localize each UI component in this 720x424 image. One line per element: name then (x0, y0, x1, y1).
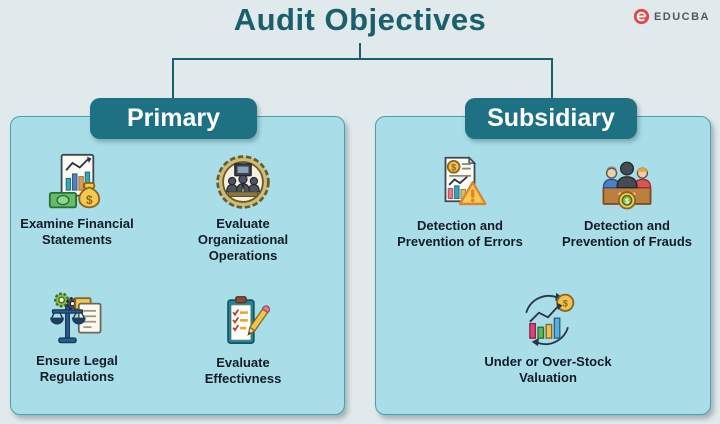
item-label: Examine Financial Statements (20, 216, 134, 247)
primary-item-ensure-legal-regulations: Ensure Legal Regulations (2, 290, 152, 385)
educba-brand-text: EDUCBA (653, 10, 710, 23)
item-label: Detection and Prevention of Errors (397, 218, 523, 249)
subsidiary-item-stock-valuation: $ Under or Over-Stock Valuation (458, 291, 638, 386)
primary-item-examine-financial-statements: $ Examine Financial Statements (2, 153, 152, 248)
svg-text:$: $ (563, 298, 568, 308)
page-title: Audit Objectives (233, 2, 487, 37)
svg-text:$: $ (86, 194, 93, 207)
primary-item-evaluate-organizational-operations: Evaluate Organizational Operations (178, 153, 308, 264)
svg-text:$: $ (451, 162, 456, 172)
fraud-people-money-icon: $ (598, 155, 656, 213)
connector-subsidiary-drop (551, 58, 553, 100)
error-warning-document-icon: $ (431, 155, 489, 213)
effectiveness-checklist-icon (216, 295, 271, 350)
item-label: Ensure Legal Regulations (36, 353, 118, 384)
stock-valuation-chart-icon: $ (519, 291, 577, 349)
item-label: Detection and Prevention of Frauds (561, 218, 693, 249)
branch-header-primary: Primary (90, 98, 257, 139)
panel-subsidiary (375, 116, 711, 415)
connector-title-stem (359, 43, 361, 59)
educba-logo: EDUCBA (633, 8, 710, 25)
item-label: Evaluate Organizational Operations (197, 216, 289, 263)
subsidiary-item-detection-prevention-errors: $ Detection and Prevention of Errors (385, 155, 535, 250)
connector-horizontal (172, 58, 553, 60)
primary-item-evaluate-effectivness: Evaluate Effectivness (185, 295, 301, 387)
financial-statements-icon: $ (48, 153, 106, 211)
branch-header-subsidiary: Subsidiary (465, 98, 637, 139)
organizational-operations-icon (214, 153, 272, 211)
connector-primary-drop (172, 58, 174, 100)
item-label: Evaluate Effectivness (204, 355, 282, 386)
subsidiary-item-detection-prevention-frauds: $ Detection and Prevention of Frauds (552, 155, 702, 250)
legal-regulations-icon (48, 290, 106, 348)
educba-e-icon (633, 8, 650, 25)
item-label: Under or Over-Stock Valuation (484, 354, 612, 385)
svg-text:$: $ (625, 196, 629, 205)
